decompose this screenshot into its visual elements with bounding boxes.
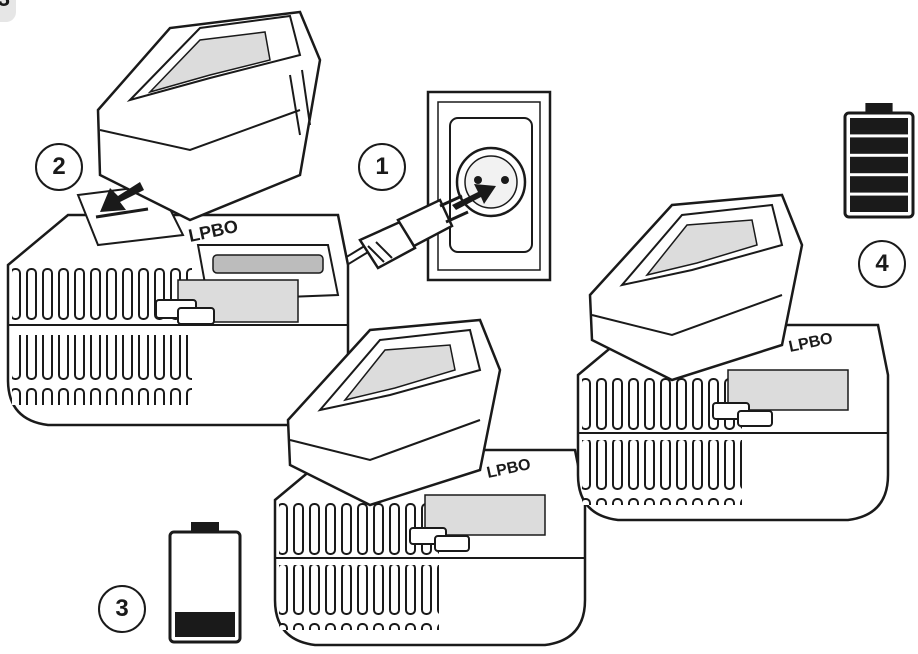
step-3-badge: 3 bbox=[98, 585, 146, 633]
battery-fill-segment bbox=[850, 195, 908, 212]
battery-fill-segment bbox=[175, 612, 235, 637]
battery-cap bbox=[191, 522, 219, 532]
charger-middle bbox=[273, 448, 587, 647]
step-4-badge: 4 bbox=[858, 240, 906, 288]
battery-fill-segment bbox=[850, 137, 908, 154]
battery-pack-middle bbox=[286, 318, 502, 507]
insert-arrow-icon bbox=[100, 182, 144, 212]
battery-level-icon-full bbox=[843, 103, 915, 219]
battery-cap bbox=[865, 103, 893, 113]
battery-fill-segment bbox=[850, 156, 908, 174]
figure-number: 3 bbox=[0, 0, 16, 22]
battery-fill-segment bbox=[850, 176, 908, 193]
charger-left bbox=[6, 183, 350, 427]
step-2-badge: 2 bbox=[35, 143, 83, 191]
battery-pack-right bbox=[588, 193, 804, 382]
battery-level-icon-low bbox=[168, 522, 242, 644]
charger-right bbox=[576, 323, 890, 522]
step-1-badge: 1 bbox=[358, 143, 406, 191]
battery-fill-segment bbox=[850, 118, 908, 135]
insert-arrow-icon bbox=[452, 184, 496, 210]
battery-pack-inserting bbox=[96, 10, 322, 222]
wall-socket-icon bbox=[426, 90, 552, 282]
